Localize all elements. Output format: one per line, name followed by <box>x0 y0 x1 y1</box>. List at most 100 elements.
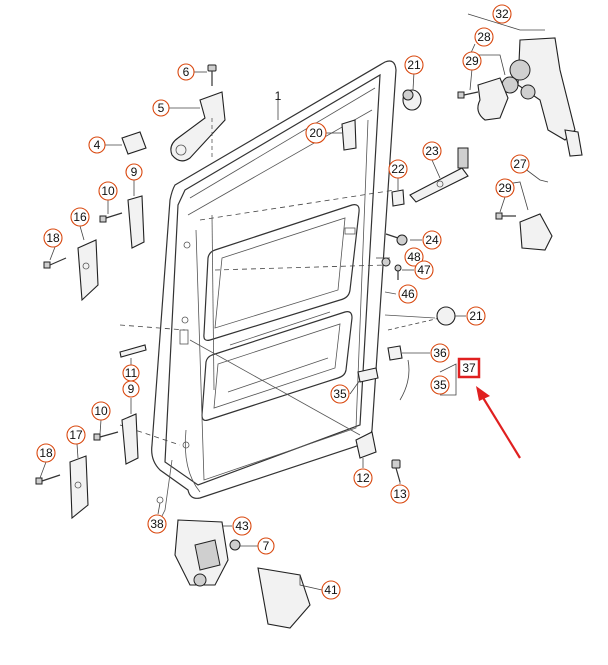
callout-10-top: 10 <box>98 181 118 201</box>
screw-part-29-bottom <box>495 212 516 220</box>
callout-29-bottom: 29 <box>495 178 515 198</box>
callout-17: 17 <box>66 425 86 445</box>
callout-label: 22 <box>391 162 405 176</box>
lock-part-28 <box>477 77 509 121</box>
callout-label: 29 <box>498 181 512 195</box>
cable-end-part-38 <box>156 496 164 504</box>
lock-part-27 <box>519 213 553 251</box>
callout-label: 27 <box>513 157 527 171</box>
callout-label: 23 <box>425 144 439 158</box>
bolt-part-6 <box>207 64 217 86</box>
plate-part-4 <box>121 131 147 155</box>
label-part-1: 1 <box>275 89 282 103</box>
callout-5: 5 <box>152 99 170 117</box>
callout-16: 16 <box>70 207 90 227</box>
callout-label: 21 <box>407 58 421 72</box>
callout-label: 18 <box>39 446 53 460</box>
screw-part-47 <box>394 264 402 280</box>
callout-43: 43 <box>232 516 252 536</box>
callout-label: 18 <box>46 231 60 245</box>
clip-part-48 <box>381 257 391 267</box>
callout-36: 36 <box>430 343 450 363</box>
rod-end-part-46 <box>384 291 397 295</box>
callout-32: 32 <box>492 4 512 24</box>
callout-label: 16 <box>73 210 87 224</box>
callout-leaders <box>39 13 549 591</box>
callout-28: 28 <box>474 27 494 47</box>
callout-label: 20 <box>309 126 323 140</box>
callout-7: 7 <box>257 537 275 555</box>
callout-label: 29 <box>465 54 479 68</box>
callout-22: 22 <box>388 159 408 179</box>
door-panel <box>151 60 397 499</box>
callout-label: 48 <box>407 250 421 264</box>
callout-6: 6 <box>177 63 195 81</box>
callout-label: 36 <box>433 346 447 360</box>
callout-label: 9 <box>128 382 135 396</box>
screw-part-10-top <box>99 212 123 223</box>
callout-38: 38 <box>147 514 167 534</box>
callout-label: 13 <box>393 487 407 501</box>
callout-9-top: 9 <box>125 163 143 181</box>
block-part-22 <box>391 189 405 207</box>
clip-part-20 <box>341 119 357 151</box>
callout-label: 24 <box>425 233 439 247</box>
striker-part-16 <box>77 239 99 302</box>
strip-part-11 <box>119 344 147 358</box>
buffer-part-21-top <box>402 89 422 111</box>
callout-13: 13 <box>390 484 410 504</box>
callout-23: 23 <box>422 141 442 161</box>
callout-label: 35 <box>333 387 347 401</box>
bracket-part-5 <box>170 91 226 162</box>
callout-label: 11 <box>125 366 138 380</box>
guide-part-9-lower <box>121 413 139 465</box>
callout-35-outer: 35 <box>430 375 450 395</box>
callout-48: 48 <box>404 247 424 267</box>
screw-part-18-lower <box>35 474 61 485</box>
callout-41: 41 <box>321 580 341 600</box>
clip-part-36 <box>387 345 403 361</box>
cover-part-41 <box>257 567 311 629</box>
callout-label: 43 <box>235 519 249 533</box>
motor-assembly-part-32 <box>501 37 583 157</box>
highlight-box <box>457 357 481 379</box>
callout-label: 41 <box>324 583 338 597</box>
callout-12: 12 <box>353 468 373 488</box>
callout-4: 4 <box>88 136 106 154</box>
callout-9-lower: 9 <box>122 380 140 398</box>
bracket-part-12 <box>355 431 377 459</box>
callout-46: 46 <box>398 284 418 304</box>
callout-10-lower: 10 <box>91 401 111 421</box>
callout-21-lower: 21 <box>466 306 486 326</box>
callout-47: 47 <box>414 260 434 280</box>
screw-part-18-top <box>43 257 67 269</box>
callout-label: 9 <box>131 165 138 179</box>
callout-24: 24 <box>422 230 442 250</box>
striker-part-17 <box>69 455 89 520</box>
callout-label: 38 <box>150 517 164 531</box>
callout-label: 10 <box>94 404 108 418</box>
label-part-37: 37 <box>462 361 476 375</box>
bolt-part-13 <box>391 459 401 483</box>
screw-part-29-top <box>457 91 479 99</box>
callout-20: 20 <box>305 122 327 144</box>
callout-label: 17 <box>69 428 83 442</box>
callout-label: 35 <box>433 378 447 392</box>
callout-label: 5 <box>158 101 165 115</box>
callout-label: 21 <box>469 309 483 323</box>
callout-18-top: 18 <box>43 228 63 248</box>
callout-35-inner: 35 <box>330 384 350 404</box>
guide-part-9-top <box>127 195 145 249</box>
callout-11: 11 <box>122 364 140 382</box>
callout-label: 12 <box>356 471 370 485</box>
callout-label: 32 <box>495 7 509 21</box>
callout-label: 4 <box>94 138 101 152</box>
callout-label: 6 <box>183 65 190 79</box>
highlight-37: 37 <box>457 357 481 379</box>
callout-27: 27 <box>510 154 530 174</box>
callout-label: 46 <box>401 287 415 301</box>
callout-label: 10 <box>101 184 115 198</box>
seal-part-35 <box>357 367 379 383</box>
